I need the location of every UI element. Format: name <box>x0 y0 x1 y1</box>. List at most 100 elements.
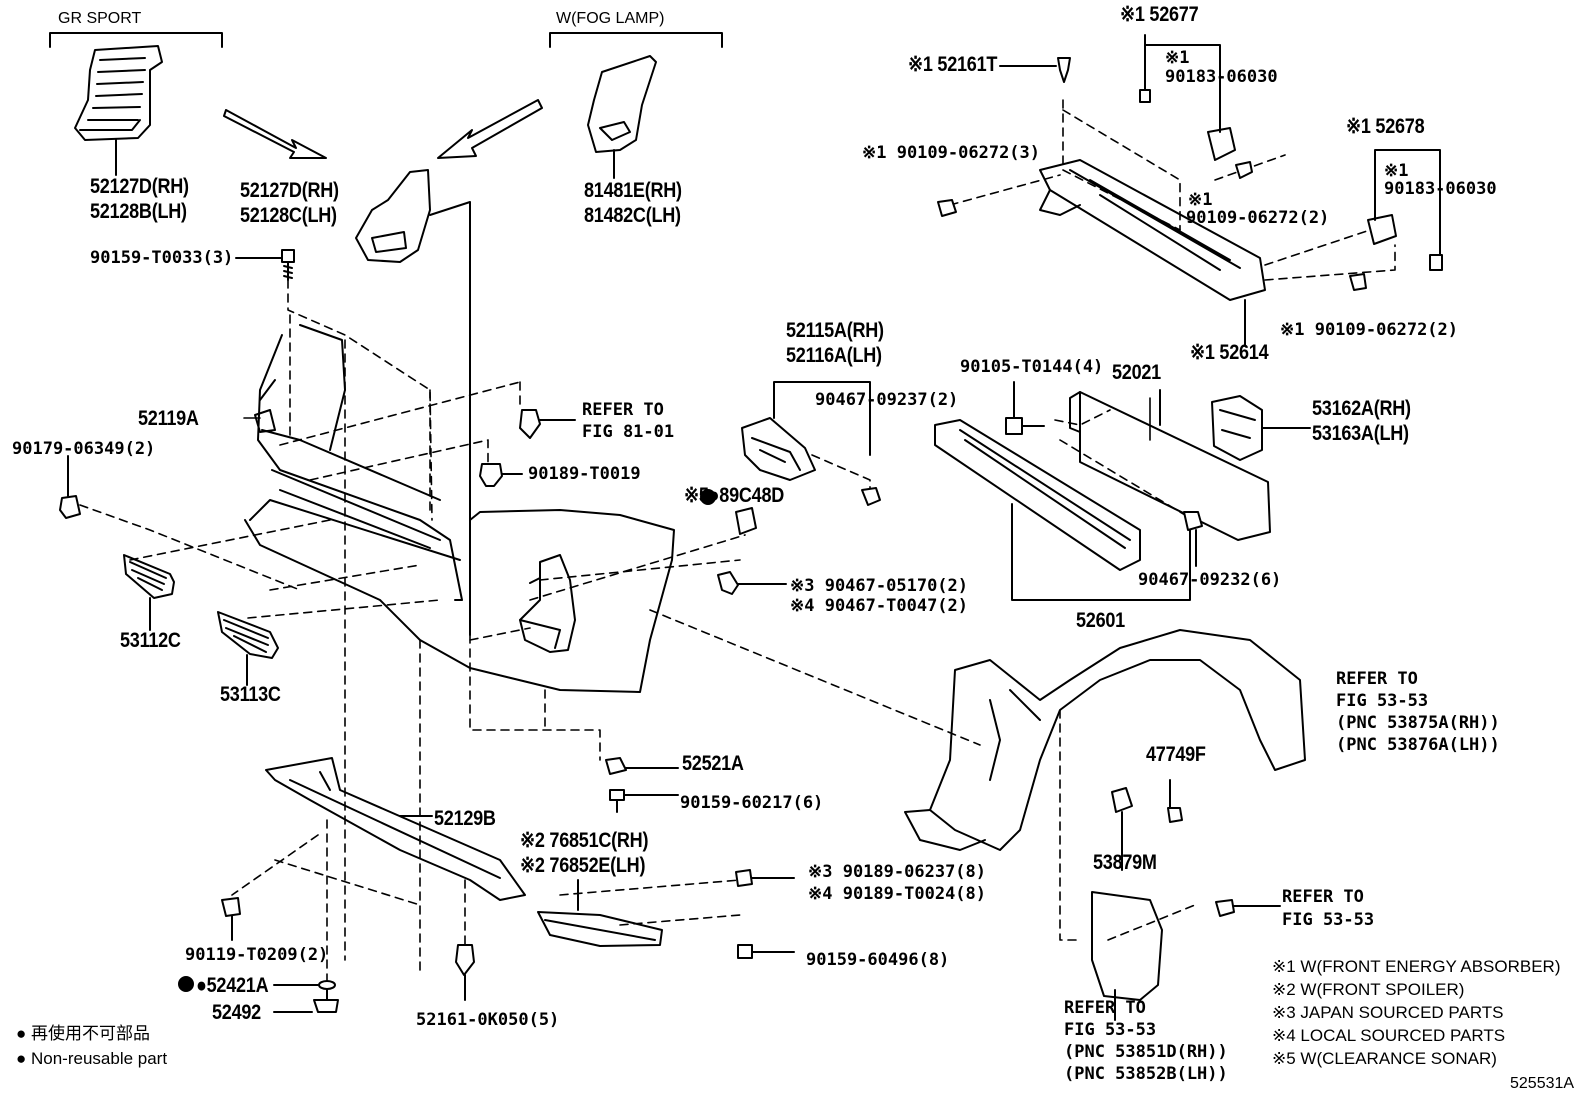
part-90183b: 90183-06030 <box>1384 179 1497 199</box>
refer-fig81-line2: FIG 81-01 <box>582 422 675 442</box>
arrow-left <box>437 99 543 159</box>
part-81482c: 81482C(LH) <box>584 204 681 227</box>
part-53113c: 53113C <box>220 683 281 706</box>
bolt-90119 <box>221 897 241 941</box>
refer-fig5353b-line1: REFER TO <box>1282 887 1364 907</box>
sonar-bracket <box>700 489 757 535</box>
part-90467-09232: 90467-09232(6) <box>1138 570 1282 590</box>
nut-52521a <box>605 757 679 775</box>
note-non-reusable-jp: ● 再使用不可部品 <box>16 1024 150 1043</box>
part-90189-06237: ※3 90189-06237(8) <box>808 862 987 882</box>
clip-fig81 <box>519 409 576 439</box>
part-52119a: 52119A <box>138 407 199 430</box>
part-89c48d: ※5●89C48D <box>684 484 785 507</box>
fog-lamp-bracket <box>549 32 723 48</box>
gr-sport-bracket <box>49 32 223 48</box>
part-90183b-mark: ※1 <box>1384 161 1409 181</box>
clip-90467-09237 <box>861 487 881 506</box>
undercover-52129b <box>265 757 526 901</box>
legend-item: ※4 LOCAL SOURCED PARTS <box>1272 1026 1506 1045</box>
refer-fig5353c-line1: REFER TO <box>1064 998 1146 1018</box>
part-81481e: 81481E(RH) <box>584 179 682 202</box>
note-non-reusable-en: ● Non-reusable part <box>16 1049 168 1068</box>
clip-90189-t0019 <box>479 463 523 487</box>
part-52116a: 52116A(LH) <box>786 344 882 367</box>
screw-90159-60217 <box>609 789 679 813</box>
fog-lamp-cover <box>587 55 657 179</box>
fog-lamp-label: W(FOG LAMP) <box>556 10 665 27</box>
wheel-liner <box>904 629 1306 851</box>
part-76852e: ※2 76852E(LH) <box>520 854 646 877</box>
part-90105: 90105-T0144(4) <box>960 357 1104 377</box>
part-52678: ※1 52678 <box>1346 115 1425 138</box>
part-52421a: ●52421A <box>196 974 269 997</box>
part-76851c: ※2 76851C(RH) <box>520 829 649 852</box>
part-52492: 52492 <box>212 1001 261 1024</box>
clip-90179 <box>59 455 81 519</box>
part-90189-t0024: ※4 90189-T0024(8) <box>808 884 987 904</box>
bumper-reinforcement-beam <box>1069 389 1271 541</box>
front-spoiler <box>537 879 663 947</box>
bumper-reinforcement <box>249 324 463 601</box>
part-53879m: 53879M <box>1093 851 1157 874</box>
refer-fig5353a-line3: (PNC 53875A(RH)) <box>1336 713 1500 733</box>
garnish-53113c <box>217 611 279 686</box>
clip-47749f <box>1167 779 1183 823</box>
liner-bracket-53879m <box>1111 787 1133 871</box>
part-90467-05170: ※3 90467-05170(2) <box>790 576 969 596</box>
part-52161-0k050: 52161-0K050(5) <box>416 1010 560 1030</box>
part-90109b: 90109-06272(2) <box>1186 208 1330 228</box>
part-90119: 90119-T0209(2) <box>185 945 329 965</box>
part-52614: ※1 52614 <box>1190 341 1269 364</box>
part-53162a: 53162A(RH) <box>1312 397 1411 420</box>
refer-fig5353a-line1: REFER TO <box>1336 669 1418 689</box>
part-90179: 90179-06349(2) <box>12 439 156 459</box>
part-52521a: 52521A <box>682 752 744 775</box>
part-47749f: 47749F <box>1146 743 1206 766</box>
refer-fig5353a-line4: (PNC 53876A(LH)) <box>1336 735 1500 755</box>
part-90467-t0047: ※4 90467-T0047(2) <box>790 596 969 616</box>
absorber-bracket <box>1211 395 1311 461</box>
part-52677: ※1 52677 <box>1120 3 1199 26</box>
nut-90467-09232 <box>1183 511 1203 567</box>
front-absorber-52601 <box>934 419 1191 601</box>
diagram-id: 525531A <box>1510 1075 1575 1092</box>
bolt-90105 <box>1005 381 1045 435</box>
part-90183a-mark: ※1 <box>1165 48 1190 68</box>
energy-absorber <box>1039 159 1266 346</box>
part-90109c: ※1 90109-06272(2) <box>1280 320 1459 340</box>
bumper-cover <box>244 509 675 693</box>
part-52601: 52601 <box>1076 609 1125 632</box>
part-52128c: 52128C(LH) <box>240 204 337 227</box>
legend-item: ※2 W(FRONT SPOILER) <box>1272 980 1465 999</box>
part-90159-60217: 90159-60217(6) <box>680 793 824 813</box>
part-90159-t0033: 90159-T0033(3) <box>90 248 234 268</box>
clip-fig5353 <box>1215 899 1281 917</box>
legend-item: ※1 W(FRONT ENERGY ABSORBER) <box>1272 957 1561 976</box>
legend-item: ※5 W(CLEARANCE SONAR) <box>1272 1049 1497 1068</box>
gr-sport-label: GR SPORT <box>58 10 142 27</box>
part-90189-t0019: 90189-T0019 <box>528 464 641 484</box>
part-52127d-top: 52127D(RH) <box>90 175 189 198</box>
part-53163a: 53163A(LH) <box>1312 422 1409 445</box>
mudguard <box>1091 891 1163 1021</box>
leader-lines <box>243 397 1151 441</box>
gr-sport-grille-cover <box>74 45 163 176</box>
legend-item: ※3 JAPAN SOURCED PARTS <box>1272 1003 1504 1022</box>
part-90183a: 90183-06030 <box>1165 67 1278 87</box>
refer-fig5353c-line4: (PNC 53852B(LH)) <box>1064 1064 1228 1084</box>
refer-fig81-line1: REFER TO <box>582 400 664 420</box>
clip-52161-0k050 <box>455 944 475 1001</box>
refer-fig5353b-line2: FIG 53-53 <box>1282 910 1375 930</box>
part-90109a: ※1 90109-06272(3) <box>862 143 1041 163</box>
part-52161t: ※1 52161T <box>908 53 998 76</box>
garnish-53112c <box>123 554 175 631</box>
clip-52492 <box>178 976 339 1013</box>
connection-lines <box>79 99 1396 981</box>
part-52129b: 52129B <box>434 807 496 830</box>
part-53112c: 53112C <box>120 629 181 652</box>
bumper-side-bracket <box>741 381 871 481</box>
part-90109b-mark: ※1 <box>1188 190 1213 210</box>
